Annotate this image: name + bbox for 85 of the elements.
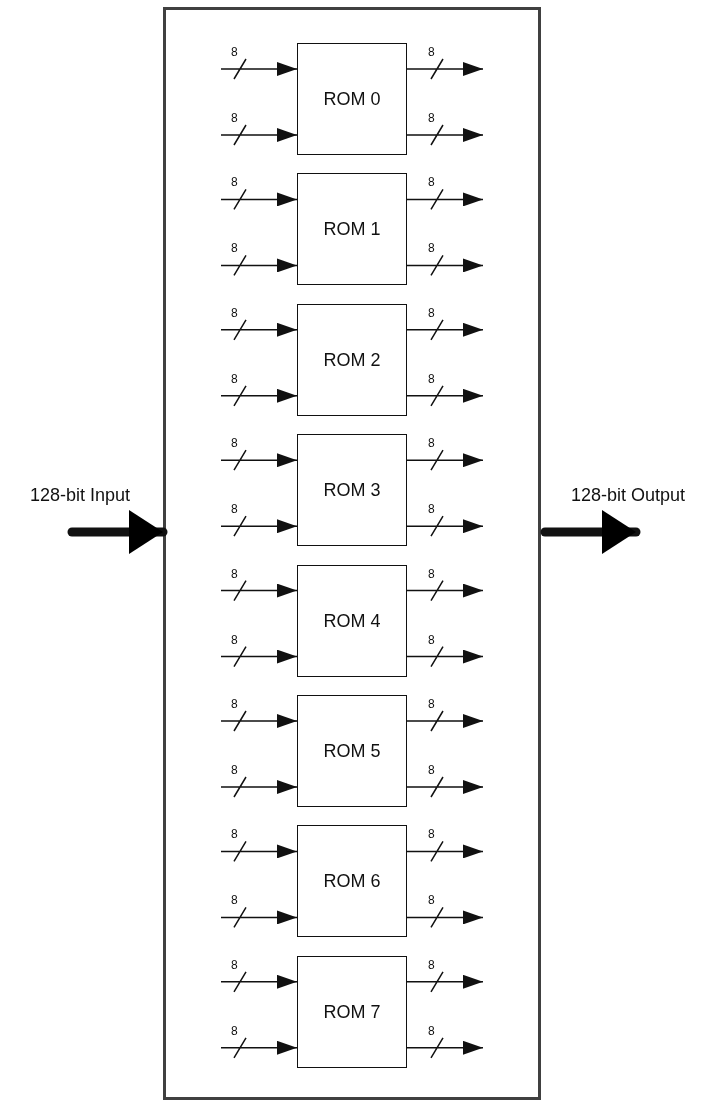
rom-block xyxy=(297,564,407,677)
block-label: ROM 2 xyxy=(322,349,382,371)
bus-line-arrow xyxy=(406,254,484,277)
bit-width-label: 8 xyxy=(428,242,435,255)
bus-line-arrow xyxy=(406,840,484,863)
enclosure-box xyxy=(163,7,541,1100)
bus-line-arrow xyxy=(406,645,484,668)
bit-width-label: 8 xyxy=(231,306,238,319)
bit-width-label: 8 xyxy=(428,112,435,124)
bus-line-arrow xyxy=(406,124,484,146)
bus-line-arrow xyxy=(406,515,484,537)
edge-label: 128-bit Output xyxy=(570,486,686,504)
bus-line-arrow xyxy=(406,58,484,80)
bus-line-arrow xyxy=(220,515,298,537)
bit-width-label: 8 xyxy=(428,176,435,189)
rom-block xyxy=(297,173,407,286)
bus-line-arrow xyxy=(220,645,298,668)
bit-width-label: 8 xyxy=(231,958,238,971)
bit-width-label: 8 xyxy=(231,242,238,255)
block-label: ROM 7 xyxy=(322,1001,382,1023)
bit-width-label: 8 xyxy=(231,698,238,710)
block-label: ROM 5 xyxy=(322,740,382,762)
bit-width-label: 8 xyxy=(428,698,435,710)
rom-block xyxy=(297,695,407,807)
bus-line-arrow xyxy=(220,906,298,929)
bit-width-label: 8 xyxy=(231,633,238,646)
rom-block xyxy=(297,825,407,938)
bus-line-arrow xyxy=(220,579,298,602)
bit-width-label: 8 xyxy=(231,503,238,516)
bus-line-arrow xyxy=(220,840,298,863)
bit-width-label: 8 xyxy=(428,437,435,450)
bit-width-label: 8 xyxy=(428,894,435,907)
bus-line-arrow xyxy=(406,906,484,929)
bit-width-label: 8 xyxy=(428,567,435,580)
bit-width-label: 8 xyxy=(231,1024,238,1037)
bus-line-arrow xyxy=(220,449,298,471)
bit-width-label: 8 xyxy=(428,1024,435,1037)
bus-line-arrow xyxy=(220,254,298,277)
bit-width-label: 8 xyxy=(231,567,238,580)
bus-line-arrow xyxy=(406,188,484,211)
bit-width-label: 8 xyxy=(231,764,238,776)
bit-width-label: 8 xyxy=(428,503,435,516)
bit-width-label: 8 xyxy=(428,306,435,319)
bus-arrow xyxy=(540,510,641,554)
bus-line-arrow xyxy=(220,188,298,211)
bus-line-arrow xyxy=(220,124,298,146)
bus-line-arrow xyxy=(406,385,484,407)
bit-width-label: 8 xyxy=(231,437,238,450)
bus-arrow xyxy=(67,510,168,554)
bus-line-arrow xyxy=(220,58,298,80)
bus-line-arrow xyxy=(406,579,484,602)
bit-width-label: 8 xyxy=(231,372,238,385)
block-label: ROM 6 xyxy=(322,870,382,892)
bus-line-arrow xyxy=(406,449,484,471)
bus-line-arrow xyxy=(220,1037,298,1059)
bus-line-arrow xyxy=(220,385,298,407)
bit-width-label: 8 xyxy=(428,372,435,385)
edge-label: 128-bit Input xyxy=(29,486,131,504)
bus-line-arrow xyxy=(220,319,298,341)
bit-width-label: 8 xyxy=(428,828,435,841)
rom-block xyxy=(297,43,407,155)
bus-line-arrow xyxy=(406,319,484,341)
bit-width-label: 8 xyxy=(231,46,238,58)
block-label: ROM 3 xyxy=(322,479,382,501)
bus-line-arrow xyxy=(406,971,484,993)
bus-line-arrow xyxy=(220,971,298,993)
bus-line-arrow xyxy=(406,1037,484,1059)
rom-block xyxy=(297,434,407,547)
block-label: ROM 1 xyxy=(322,218,382,240)
bit-width-label: 8 xyxy=(428,764,435,776)
bus-line-arrow xyxy=(220,776,298,798)
block-label: ROM 4 xyxy=(322,610,382,632)
rom-block xyxy=(297,303,407,416)
bit-width-label: 8 xyxy=(231,176,238,189)
bus-line-arrow xyxy=(406,710,484,732)
bit-width-label: 8 xyxy=(428,46,435,58)
rom-block xyxy=(297,955,407,1068)
bus-line-arrow xyxy=(220,710,298,732)
bus-line-arrow xyxy=(406,776,484,798)
bit-width-label: 8 xyxy=(231,894,238,907)
bit-width-label: 8 xyxy=(428,958,435,971)
block-label: ROM 0 xyxy=(322,88,382,110)
bit-width-label: 8 xyxy=(231,828,238,841)
bit-width-label: 8 xyxy=(428,633,435,646)
bit-width-label: 8 xyxy=(231,112,238,124)
